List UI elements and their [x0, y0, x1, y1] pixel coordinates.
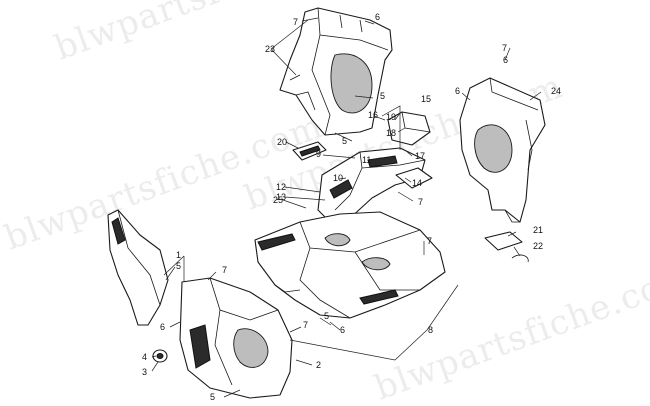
leader-lines — [151, 17, 542, 398]
part-bracket-20 — [292, 141, 327, 161]
callout-11: 11 — [362, 155, 371, 165]
callout-5: 5 — [176, 261, 181, 271]
part-wedge-14 — [395, 167, 433, 189]
callout-5: 5 — [324, 311, 329, 321]
callout-7: 7 — [418, 197, 423, 207]
part-dash-panel — [279, 7, 393, 136]
callout-7: 7 — [293, 17, 298, 27]
callout-25: 25 — [273, 195, 283, 205]
callout-13: 13 — [276, 192, 286, 202]
part-center-console — [317, 147, 426, 223]
callout-17: 17 — [415, 151, 425, 161]
part-side-panel-left — [107, 209, 169, 326]
callout-7: 7 — [427, 236, 432, 246]
callout-14: 14 — [412, 178, 422, 188]
callout-1: 1 — [176, 250, 181, 260]
callout-24: 24 — [551, 86, 561, 96]
callout-16: 16 — [368, 110, 378, 120]
callout-6: 6 — [375, 12, 380, 22]
part-side-panel-right — [459, 77, 546, 223]
callout-7: 7 — [222, 265, 227, 275]
callout-6: 6 — [340, 325, 345, 335]
callout-7: 7 — [502, 43, 507, 53]
callout-5: 5 — [380, 91, 385, 101]
callouts: 23 7 6 5 5 16 19 15 18 20 9 11 17 10 14 … — [142, 12, 561, 402]
callout-6: 6 — [160, 322, 165, 332]
part-knob — [152, 349, 168, 363]
callout-22: 22 — [533, 241, 543, 251]
callout-20: 20 — [277, 137, 287, 147]
callout-5: 5 — [210, 392, 215, 402]
part-kick-panel — [179, 277, 293, 399]
callout-23: 23 — [265, 44, 275, 54]
callout-9: 9 — [316, 149, 321, 159]
callout-18: 18 — [386, 128, 396, 138]
callout-7: 7 — [303, 320, 308, 330]
part-plate-21 — [484, 231, 529, 263]
callout-19: 19 — [386, 112, 396, 122]
part-floor-pan — [254, 211, 446, 319]
callout-15: 15 — [421, 94, 431, 104]
callout-4: 4 — [142, 352, 147, 362]
callout-5: 5 — [342, 136, 347, 146]
callout-8: 8 — [428, 325, 433, 335]
callout-3: 3 — [142, 367, 147, 377]
callout-21: 21 — [533, 225, 543, 235]
callout-12: 12 — [276, 182, 286, 192]
callout-6: 6 — [455, 86, 460, 96]
callout-6: 6 — [503, 55, 508, 65]
callout-2: 2 — [316, 360, 321, 370]
callout-10: 10 — [333, 173, 343, 183]
